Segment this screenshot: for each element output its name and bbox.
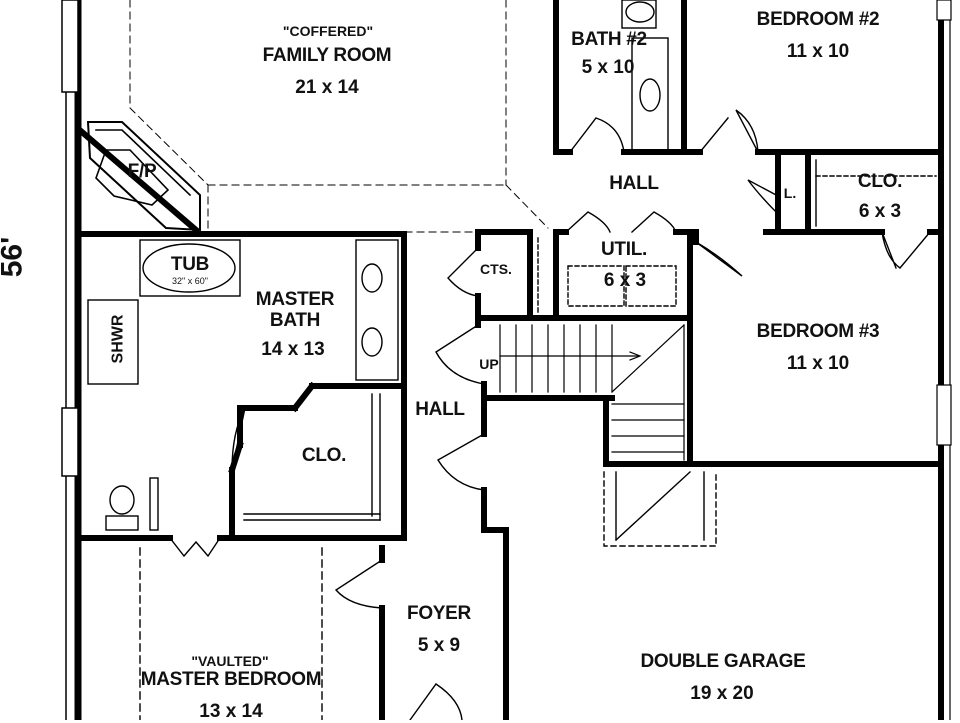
doors (169, 109, 931, 720)
tub-label: TUB (170, 254, 210, 275)
fireplace-label: F/P (127, 161, 157, 182)
bedroom2-size: 11 x 10 (786, 41, 850, 62)
hall-upper-label: HALL (609, 173, 659, 194)
closet-upper-name: CLO. (857, 171, 903, 192)
family-room-name: FAMILY ROOM (262, 45, 392, 66)
family-room-size: 21 x 14 (295, 77, 359, 98)
bath2-name: BATH #2 (571, 29, 647, 50)
fireplace (77, 121, 201, 235)
master-bedroom-size: 13 x 14 (199, 701, 263, 722)
closet-master-label: CLO. (301, 445, 347, 466)
interior-walls (79, 0, 944, 720)
exterior-wall-left (61, 0, 82, 720)
util-name: UTIL. (601, 239, 647, 260)
master-bedroom-note: "VAULTED" (191, 653, 269, 669)
stairs-up-label: UP (479, 356, 499, 372)
master-bedroom-name: MASTER BEDROOM (140, 669, 322, 690)
hall-mid-label: HALL (415, 399, 465, 420)
staircase (499, 324, 685, 461)
bedroom3-name: BEDROOM #3 (756, 321, 880, 342)
closet-upper-size: 6 x 3 (858, 201, 902, 222)
tub-size: 32" x 60" (172, 276, 208, 286)
overall-dimension: 56' (0, 236, 29, 278)
master-bath-size: 14 x 13 (261, 339, 325, 360)
exterior-wall-right (936, 0, 952, 720)
family-room-note: "COFFERED" (282, 23, 374, 39)
foyer-name: FOYER (407, 603, 471, 624)
util-size: 6 x 3 (603, 270, 647, 291)
bedroom3-size: 11 x 10 (786, 353, 850, 374)
shower-label: SHWR (109, 314, 127, 364)
foyer-size: 5 x 9 (417, 635, 461, 656)
garage-size: 19 x 20 (690, 683, 754, 704)
garage-name: DOUBLE GARAGE (640, 651, 806, 672)
bedroom2-name: BEDROOM #2 (756, 9, 880, 30)
coffered-ceiling (129, 0, 549, 233)
cts-label: CTS. (480, 261, 512, 277)
fixtures (87, 0, 937, 720)
master-bath-name: MASTER BATH (255, 289, 335, 331)
bath2-size: 5 x 10 (581, 57, 635, 78)
linen-label: L. (783, 185, 797, 201)
